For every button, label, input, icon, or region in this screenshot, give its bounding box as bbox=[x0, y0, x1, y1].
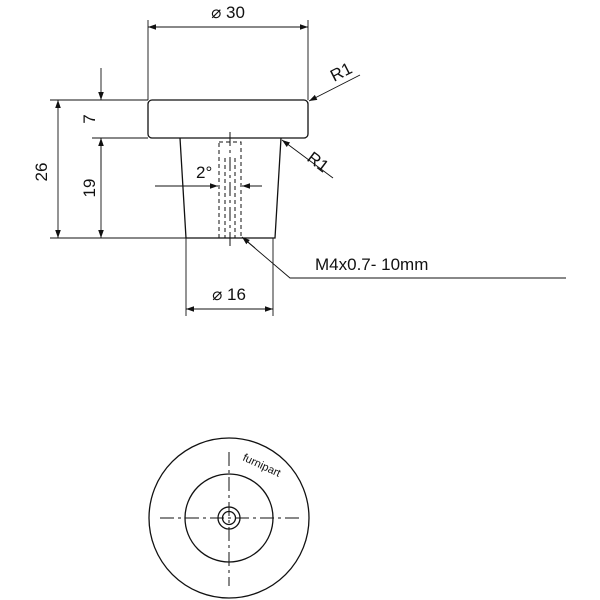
body-height-label: 19 bbox=[80, 179, 99, 198]
thread-spec-label: M4x0.7- 10mm bbox=[315, 255, 428, 274]
brand-text: furnipart bbox=[241, 452, 283, 480]
top-radius-leader bbox=[308, 74, 361, 102]
top-view-outer-circle bbox=[148, 437, 310, 599]
top-diameter-label: ⌀ 30 bbox=[211, 3, 245, 22]
thread-leader-line bbox=[242, 237, 566, 279]
top-radius-label: R1 bbox=[327, 59, 355, 86]
top-view: furnipart bbox=[148, 437, 310, 599]
thread-leader-arrow bbox=[241, 236, 256, 249]
body-radius-label: R1 bbox=[304, 148, 333, 176]
base-diameter-label: ⌀ 16 bbox=[212, 285, 246, 304]
total-height-label: 26 bbox=[32, 163, 51, 182]
cap-height-label: 7 bbox=[80, 114, 99, 123]
taper-angle-label: 2° bbox=[196, 163, 212, 182]
body-radius-leader bbox=[281, 139, 334, 179]
knob-cap bbox=[147, 99, 309, 139]
side-view: ⌀ 30 R1 R1 26 7 19 2° ⌀ 16 M4x0.7- bbox=[32, 3, 566, 316]
